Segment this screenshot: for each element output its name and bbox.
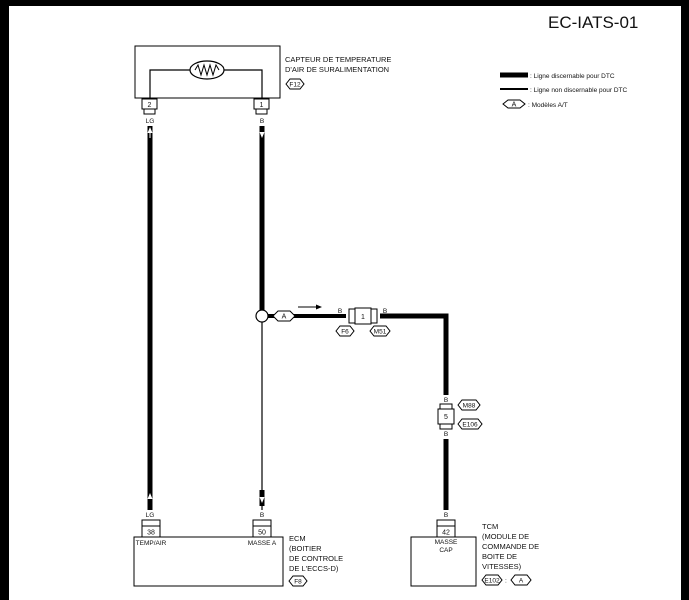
- tcm-body: [410, 536, 477, 587]
- sensor-pin-2: 2: [148, 102, 152, 109]
- tcm-sub4: VITESSES): [482, 562, 522, 571]
- tcm-connector-id: E102: [484, 578, 500, 585]
- branch-at-badge: [272, 310, 296, 322]
- tcm-connector-badge: [481, 574, 503, 586]
- ecm-body: [133, 536, 284, 587]
- legend-at-badge-text: A: [512, 102, 517, 109]
- tcm-term-masse: MASSE: [435, 539, 458, 546]
- tcm-sub2: COMMANDE DE: [482, 542, 539, 551]
- branch-color-right: B: [383, 308, 387, 315]
- ecm-module: 38 50 TEMP/AIR MASSE A ECM (BOITIER DE C…: [133, 519, 343, 587]
- wire-b-main: B B: [255, 118, 269, 519]
- wire-b-color-top: B: [260, 118, 264, 125]
- branch-color-left: B: [338, 308, 342, 315]
- branch-at-badge-text: A: [282, 314, 287, 321]
- wire-b-arrow-down-top: [259, 132, 265, 138]
- tcm-sub3: BOITE DE: [482, 552, 517, 561]
- legend-non-detectable-label: : Ligne non discernable pour DTC: [530, 87, 628, 94]
- vertical-connector-bottom-terminal: [439, 423, 453, 430]
- ecm-sub1: (BOITIER: [289, 544, 322, 553]
- tcm-sub1: (MODULE DE: [482, 532, 529, 541]
- tcm-wire-color: B: [444, 512, 448, 519]
- sensor-pin-1: 1: [260, 102, 264, 109]
- ecm-sub3: DE L'ECCS-D): [289, 564, 339, 573]
- vertical-connector-bottom-id: E106: [462, 422, 478, 429]
- frame-top-border: [0, 0, 689, 6]
- frame-right-border: [681, 0, 689, 600]
- branch-arrow-right: [316, 304, 322, 310]
- legend-detectable-label: : Ligne discernable pour DTC: [530, 73, 615, 80]
- wire-lg: LG LG: [146, 118, 155, 519]
- vertical-connector-pin: 5: [444, 414, 448, 421]
- tcm-connector-separator: :: [505, 578, 507, 585]
- tcm-at-badge-text: A: [519, 578, 524, 585]
- ecm-pin-50: 50: [258, 530, 266, 537]
- sensor-internal-wire-left: [149, 69, 190, 98]
- vertical-color-top: B: [444, 397, 448, 404]
- vertical-connector-top-badge: [457, 399, 481, 411]
- branch-connector-right-id: M51: [374, 329, 387, 336]
- branch-connector-left-terminal: [348, 308, 356, 324]
- branch-connector-left-badge: [335, 325, 355, 337]
- vertical-connector-top-terminal: [439, 403, 453, 410]
- wire-branch: A B 1 B F6 M51: [268, 304, 449, 395]
- vertical-color-bottom: B: [444, 431, 448, 438]
- sensor-title-line2: D'AIR DE SURALIMENTATION: [285, 65, 389, 74]
- page-code: EC-IATS-01: [548, 13, 638, 32]
- ecm-sub2: DE CONTROLE: [289, 554, 343, 563]
- branch-connector-pin: 1: [361, 314, 365, 321]
- legend: : Ligne discernable pour DTC : Ligne non…: [500, 72, 628, 109]
- branch-connector-right-terminal: [370, 308, 378, 324]
- tcm-term-cap: CAP: [439, 547, 452, 554]
- ecm-connector-id: F8: [294, 579, 302, 586]
- thermistor-zigzag: [194, 63, 220, 77]
- ecm-pin-50-terminal: [252, 519, 272, 527]
- intake-air-temp-sensor: CAPTEUR DE TEMPERATURE D'AIR DE SURALIME…: [134, 45, 391, 115]
- ecm-term-masse-a: MASSE A: [248, 540, 277, 547]
- sensor-title-line1: CAPTEUR DE TEMPERATURE: [285, 55, 391, 64]
- sensor-connector-id: F12: [289, 82, 301, 89]
- wire-lg-color-top: LG: [146, 118, 155, 125]
- legend-at-badge: [502, 99, 526, 109]
- sensor-connector-badge: [285, 78, 305, 90]
- wire-branch-line-right: [380, 313, 449, 395]
- tcm-module: 42 MASSE CAP TCM (MODULE DE COMMANDE DE …: [410, 519, 539, 587]
- wire-b-color-bottom: B: [260, 512, 264, 519]
- wire-lg-arrow-up-top: [147, 127, 153, 133]
- frame-left-border: [0, 0, 9, 600]
- branch-connector-right-badge: [369, 325, 391, 337]
- legend-at-label: : Modèles A/T: [528, 102, 568, 109]
- wire-lg-arrow-up-bottom: [147, 493, 153, 499]
- tcm-wire-connector: B 5 B M88 E106 B: [437, 397, 483, 519]
- sensor-internal-wire-right: [224, 69, 263, 98]
- ecm-pin-38: 38: [147, 530, 155, 537]
- tcm-pin-42: 42: [442, 530, 450, 537]
- ecm-connector-badge: [288, 575, 308, 587]
- vertical-connector-top-id: M88: [463, 403, 476, 410]
- sensor-pin-2-terminal: [143, 108, 156, 115]
- sensor-pin-1-terminal: [255, 108, 268, 115]
- wire-b-arrow-down-bottom: [259, 497, 265, 503]
- tcm-at-badge: [510, 574, 532, 586]
- tcm-pin-42-terminal: [436, 519, 456, 527]
- ecm-pin-38-terminal: [141, 519, 161, 527]
- branch-connector-left-id: F6: [341, 329, 349, 336]
- ecm-title: ECM: [289, 534, 306, 543]
- ecm-term-temp-air: TEMP/AIR: [136, 540, 167, 547]
- wire-lg-color-bottom: LG: [146, 512, 155, 519]
- tcm-title: TCM: [482, 522, 498, 531]
- vertical-connector-bottom-badge: [457, 418, 483, 430]
- wire-splice-point: [255, 309, 269, 323]
